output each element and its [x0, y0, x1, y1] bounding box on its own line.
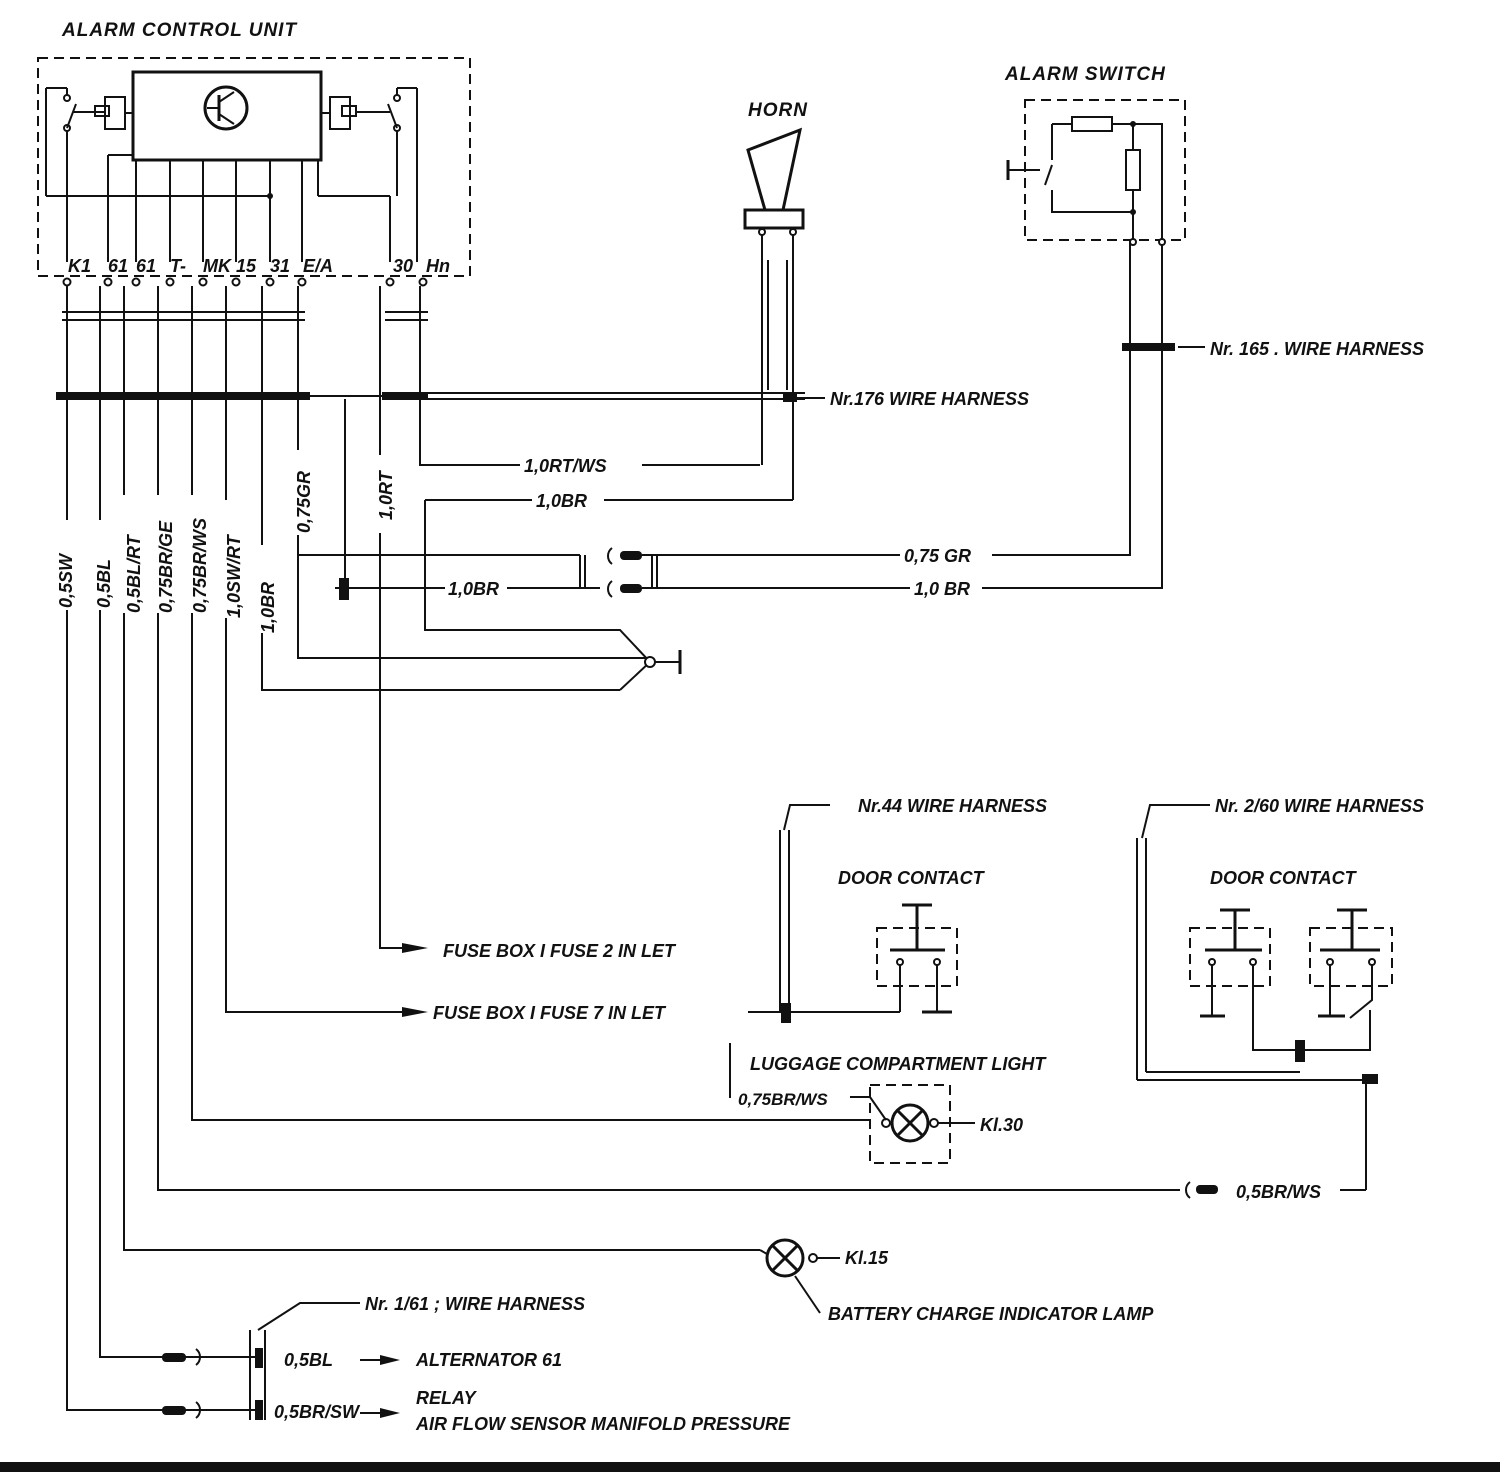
arrow-relay-icon — [380, 1408, 400, 1418]
wire-05brsw-relay-label: 0,5BR/SW — [274, 1402, 361, 1422]
harness-165-label: Nr. 165 . WIRE HARNESS — [1210, 339, 1424, 359]
terminal-label: 61 — [108, 256, 128, 276]
wire-05sw-label: 0,5SW — [56, 552, 76, 608]
fuse7-label: FUSE BOX I FUSE 7 IN LET — [433, 1003, 667, 1023]
wire-10br-switch-label: 1,0 BR — [914, 579, 970, 599]
terminal-label: 31 — [270, 256, 290, 276]
alarm-switch — [1006, 99, 1186, 351]
luggage-light-label: LUGGAGE COMPARTMENT LIGHT — [750, 1054, 1047, 1074]
terminal-label: Hn — [426, 256, 450, 276]
terminal-label: K1 — [68, 256, 91, 276]
relay-label: RELAY — [416, 1388, 478, 1408]
wire-075brge-label: 0,75BR/GE — [156, 520, 176, 613]
kl15-label: Kl.15 — [845, 1248, 889, 1268]
control-unit-pin-leads — [66, 131, 398, 262]
alternator-label: ALTERNATOR 61 — [415, 1350, 562, 1370]
horn-label: HORN — [748, 100, 808, 121]
terminal-label: 61 — [136, 256, 156, 276]
alarm-control-unit-outline — [37, 57, 471, 277]
alarm-switch-label: ALARM SWITCH — [1004, 64, 1166, 85]
door-contact-2 — [1136, 804, 1393, 1191]
ground-point-icon — [644, 656, 656, 668]
wire-05brws-door-label: 0,5BR/WS — [1236, 1182, 1321, 1202]
door-contact-1 — [748, 804, 958, 1023]
air-flow-sensor-label: AIR FLOW SENSOR MANIFOLD PRESSURE — [415, 1414, 791, 1434]
terminal-label: 15 — [236, 256, 257, 276]
wire-10swrt-label: 1,0SW/RT — [224, 533, 244, 618]
terminal-pins — [62, 277, 428, 287]
wire-075brws-luggage-label: 0,75BR/WS — [738, 1090, 828, 1109]
luggage-light-icon — [729, 1043, 975, 1164]
harness-260-label: Nr. 2/60 WIRE HARNESS — [1215, 796, 1424, 816]
wire-05blrt-label: 0,5BL/RT — [124, 533, 144, 613]
wire-10br-vertical-label: 1,0BR — [258, 582, 278, 633]
wire-10rtws-label: 1,0RT/WS — [524, 456, 607, 476]
battery-lamp-label: BATTERY CHARGE INDICATOR LAMP — [828, 1304, 1154, 1324]
main-wire-bundle — [56, 277, 1180, 1411]
alarm-control-unit-label: ALARM CONTROL UNIT — [61, 20, 297, 41]
terminal-label: MK — [203, 256, 233, 276]
transistor-icon — [203, 85, 249, 131]
bottom-border — [0, 1462, 1500, 1472]
wire-10rt-vertical-label: 1,0RT — [376, 469, 396, 520]
middle-connectors — [335, 240, 1163, 598]
control-module-block — [131, 70, 323, 162]
wire-05bl-alternator-label: 0,5BL — [284, 1350, 333, 1370]
arrow-alternator-icon — [380, 1355, 400, 1365]
harness-44-label: Nr.44 WIRE HARNESS — [858, 796, 1047, 816]
wire-10br-horn-label: 1,0BR — [536, 491, 587, 511]
terminal-label: 30 — [393, 256, 413, 276]
wire-075brws-label: 0,75BR/WS — [190, 518, 210, 613]
right-relay-icon — [321, 87, 418, 262]
wire-10br-middle-label: 1,0BR — [448, 579, 499, 599]
door-contact-2-label: DOOR CONTACT — [1210, 868, 1358, 888]
wire-075gr-switch-label: 0,75 GR — [904, 546, 971, 566]
door-connector-icon — [1185, 1181, 1218, 1199]
harness-161-connectors — [162, 1302, 360, 1420]
door-contact-1-label: DOOR CONTACT — [838, 868, 986, 888]
harness-176-label: Nr.176 WIRE HARNESS — [830, 389, 1029, 409]
wire-05bl-label: 0,5BL — [94, 559, 114, 608]
horn-icon — [743, 127, 805, 500]
kl30-label: Kl.30 — [980, 1115, 1023, 1135]
battery-lamp-icon — [759, 1238, 840, 1314]
wire-075gr-vertical-label: 0,75GR — [294, 471, 314, 533]
fuse2-label: FUSE BOX I FUSE 2 IN LET — [443, 941, 677, 961]
arrows — [360, 346, 1205, 1418]
arrow-fuse2-icon — [402, 943, 428, 953]
arrow-fuse7-icon — [402, 1007, 428, 1017]
terminal-label: T- — [170, 256, 186, 276]
vertical-wire-labels: 0,5SW 0,5BL 0,5BL/RT 0,75BR/GE 0,75BR/WS… — [55, 450, 396, 633]
harness-161-label: Nr. 1/61 ; WIRE HARNESS — [365, 1294, 585, 1314]
terminal-label: E/A — [303, 256, 333, 276]
alarm-control-unit — [37, 57, 471, 277]
resistor-icon — [1071, 116, 1113, 132]
left-relay-icon — [45, 87, 270, 197]
